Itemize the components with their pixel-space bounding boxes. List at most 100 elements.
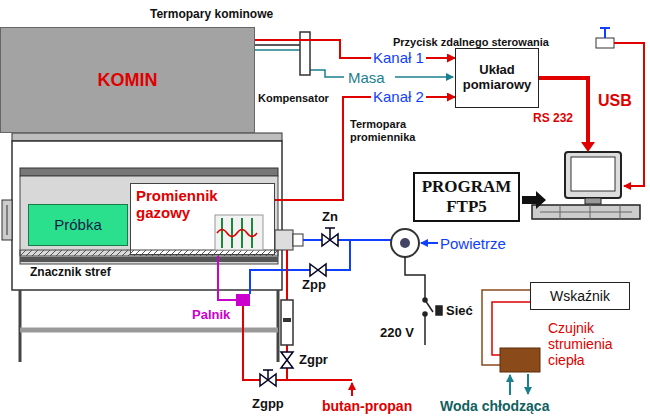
part-label: Przycisk zdalnego sterowania <box>393 36 549 49</box>
nozzle <box>275 230 293 250</box>
radiant-burner <box>231 218 233 248</box>
furnace-body <box>20 176 278 264</box>
heat-flux-sensor <box>509 375 511 395</box>
computer <box>571 157 615 191</box>
furnace-stand <box>277 290 280 362</box>
remote-button <box>600 27 610 29</box>
rs232-cable <box>539 78 588 144</box>
indicator-box: Wskaźnik <box>530 282 630 310</box>
part-label: USB <box>598 92 632 110</box>
computer <box>540 212 632 213</box>
mains-switch <box>423 298 427 302</box>
burner-feed <box>236 294 250 306</box>
channel-label: Kanał 1 <box>371 50 426 67</box>
part-label: RS 232 <box>533 112 573 126</box>
part-label: Woda chłodząca <box>440 398 549 414</box>
furnace-body <box>12 133 282 141</box>
radiant-panel-box: Promiennik gazowy <box>130 183 275 255</box>
node-text: Układ pomiarowy <box>461 63 533 93</box>
rotameter <box>281 300 293 345</box>
computer <box>590 205 591 219</box>
valves <box>260 228 338 386</box>
blower <box>391 229 419 257</box>
computer <box>540 205 632 219</box>
computer <box>532 205 640 219</box>
air-pipes <box>250 240 350 294</box>
computer <box>585 198 601 204</box>
compensator-symbol <box>300 32 310 75</box>
blower <box>400 238 410 248</box>
part-label: Termopary kominowe <box>150 8 273 22</box>
remote-button <box>614 43 644 186</box>
part-label: Masa <box>348 69 385 86</box>
valves <box>329 228 331 240</box>
computer <box>565 152 621 198</box>
rotameter <box>283 318 291 322</box>
valves <box>310 264 326 276</box>
mains-switch <box>424 314 426 345</box>
furnace-body <box>20 250 278 256</box>
rotameter <box>281 300 293 345</box>
heat-flux-sensor <box>500 348 540 372</box>
remote-button <box>604 28 606 38</box>
mains-switch <box>423 312 427 316</box>
program-arrow <box>522 191 546 209</box>
blower <box>391 229 419 257</box>
air-pipes <box>421 242 438 244</box>
node-text: PROGRAM FTP5 <box>420 177 513 216</box>
gas-pipes <box>243 306 352 380</box>
radiant-burner <box>215 215 263 250</box>
furnace-stand <box>19 290 22 362</box>
furnace-stand <box>20 290 278 362</box>
computer <box>532 152 640 219</box>
node-text: KOMIN <box>98 70 158 91</box>
part-label: Zn <box>322 210 338 225</box>
furnace-body <box>130 183 275 255</box>
part-label: Termopara promiennika <box>350 118 430 143</box>
part-label: Sieć <box>446 304 473 319</box>
mains-switch <box>405 257 425 300</box>
rs232-cable <box>581 142 595 152</box>
measuring-unit-box: Układ pomiarowy <box>455 48 539 108</box>
door-handle <box>7 205 8 235</box>
part-label: 220 V <box>380 326 414 341</box>
part-label: Czujnik strumienia ciepła <box>548 320 643 368</box>
mains-switch <box>436 306 442 315</box>
gas-pipes <box>243 250 352 396</box>
part-label: butan-propan <box>322 398 412 414</box>
radiant-burner <box>217 230 257 237</box>
compensator-symbol <box>300 32 310 75</box>
program-box: PROGRAM FTP5 <box>413 172 520 222</box>
part-label: Palnik <box>192 308 230 323</box>
burner-feed <box>218 256 236 300</box>
furnace-body <box>20 257 278 262</box>
nozzle <box>293 234 303 246</box>
valves <box>267 370 269 380</box>
part-label: Powietrze <box>440 235 506 252</box>
part-label: Zpp <box>302 278 326 293</box>
door-handle <box>2 200 12 240</box>
radiant-burner <box>251 218 253 248</box>
radiant-burner <box>241 218 243 248</box>
computer <box>560 205 561 219</box>
remote-button <box>596 38 614 48</box>
valves <box>281 352 293 368</box>
heat-flux-sensor <box>527 374 529 394</box>
channel-label: Kanał 2 <box>371 89 426 106</box>
part-label: Kompensator <box>258 92 329 105</box>
program-arrow <box>522 191 546 209</box>
radiant-burner <box>221 218 223 248</box>
part-label: Zgpr <box>299 353 328 368</box>
node-text: Wskaźnik <box>550 288 610 304</box>
part-label: Znacznik stref <box>30 266 111 280</box>
thermocouple-wires <box>310 70 344 77</box>
sample-box: Próbka <box>28 204 128 246</box>
nozzle <box>275 230 303 250</box>
furnace-body <box>12 141 282 290</box>
part-label: Zgpp <box>252 397 284 412</box>
node-text: Próbka <box>54 216 102 233</box>
furnace-body <box>20 168 278 176</box>
computer <box>620 205 621 219</box>
thermocouple-wires <box>255 49 300 51</box>
